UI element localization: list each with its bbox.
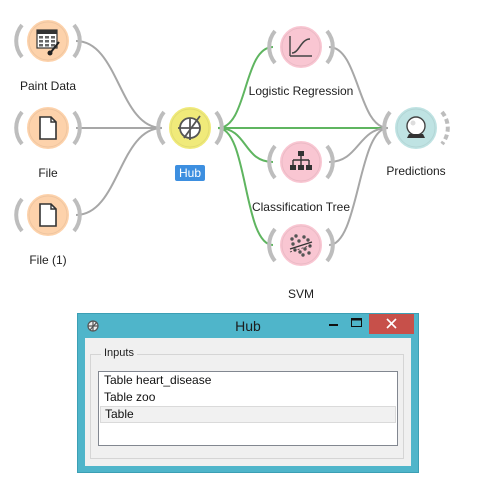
node-file[interactable]	[14, 105, 82, 151]
close-button[interactable]	[369, 314, 414, 334]
link-paint-hub[interactable]	[75, 40, 163, 129]
inputs-group-title: Inputs	[101, 347, 137, 359]
link-file1-hub[interactable]	[75, 127, 163, 216]
output-anchor[interactable]	[72, 23, 82, 59]
node-label-paint: Paint Data	[19, 79, 77, 93]
node-label-tree: Classification Tree	[251, 200, 351, 214]
node-label-file: File	[38, 166, 58, 180]
list-item[interactable]: Table heart_disease	[104, 373, 212, 387]
link-hub-tree[interactable]	[217, 127, 274, 163]
predictions-icon	[406, 116, 426, 138]
classification-tree-icon	[290, 151, 312, 170]
output-anchor[interactable]	[325, 144, 335, 180]
link-svm-pred[interactable]	[328, 127, 389, 246]
links-layer	[75, 40, 389, 246]
output-anchor[interactable]	[325, 29, 335, 65]
output-anchor[interactable]	[72, 197, 82, 233]
node-pred[interactable]	[382, 105, 450, 151]
output-anchor[interactable]	[72, 110, 82, 146]
node-file1[interactable]	[14, 192, 82, 238]
dialog-titlebar[interactable]: Hub	[78, 314, 418, 338]
link-hub-svm[interactable]	[217, 127, 274, 246]
input-anchor[interactable]	[14, 110, 24, 146]
node-logreg[interactable]	[267, 24, 335, 70]
input-anchor[interactable]	[267, 29, 277, 65]
input-anchor[interactable]	[14, 197, 24, 233]
link-tree-pred[interactable]	[328, 127, 389, 163]
output-anchor[interactable]	[440, 110, 450, 146]
paint-data-icon	[36, 29, 60, 56]
input-anchor[interactable]	[382, 110, 392, 146]
nodes-layer	[14, 18, 450, 268]
list-item[interactable]: Table	[100, 406, 396, 423]
node-label-hub: Hub	[174, 165, 206, 181]
link-logreg-pred[interactable]	[328, 46, 389, 129]
dialog-title: Hub	[235, 318, 261, 334]
node-svm[interactable]	[267, 222, 335, 268]
logistic-regression-icon	[289, 36, 312, 57]
hub-icon	[87, 320, 99, 332]
node-label-svm: SVM	[287, 287, 315, 301]
node-tree[interactable]	[267, 139, 335, 185]
file-icon	[39, 116, 57, 140]
input-anchor[interactable]	[267, 144, 277, 180]
output-anchor[interactable]	[325, 227, 335, 263]
hub-icon	[178, 115, 201, 140]
workflow-canvas[interactable]	[0, 0, 502, 305]
output-anchor[interactable]	[214, 110, 224, 146]
close-icon	[386, 318, 397, 329]
node-label-file1: File (1)	[29, 253, 67, 267]
list-item[interactable]: Table zoo	[104, 390, 156, 404]
inputs-groupbox	[90, 354, 404, 459]
node-paint[interactable]	[14, 18, 82, 64]
minimize-button[interactable]	[321, 314, 347, 334]
file-icon	[39, 203, 57, 227]
maximize-button[interactable]	[344, 314, 370, 334]
node-label-pred: Predictions	[386, 164, 446, 178]
link-hub-logreg[interactable]	[217, 46, 274, 129]
input-anchor[interactable]	[14, 23, 24, 59]
input-anchor[interactable]	[267, 227, 277, 263]
input-anchor[interactable]	[156, 110, 166, 146]
svm-icon	[289, 234, 313, 257]
node-label-logreg: Logistic Regression	[248, 84, 354, 98]
node-hub[interactable]	[156, 105, 224, 151]
